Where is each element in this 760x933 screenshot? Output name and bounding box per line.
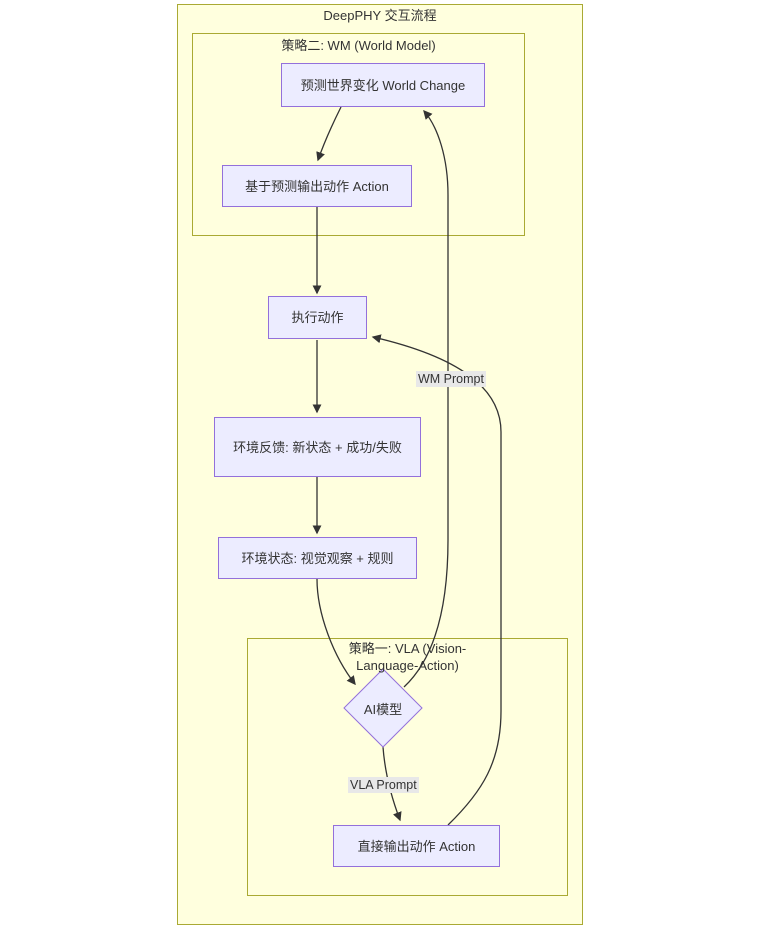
node-ai-model-label: AI模型 [363, 701, 403, 717]
edge-label-vla-prompt: VLA Prompt [348, 777, 419, 793]
node-world-change: 预测世界变化 World Change [281, 63, 485, 107]
node-action-from-prediction: 基于预测输出动作 Action [222, 165, 412, 207]
diagram-title: DeepPHY 交互流程 [323, 8, 437, 23]
edge-label-wm-prompt: WM Prompt [416, 371, 486, 387]
cluster-vla-title: 策略一: VLA (Vision-Language-Action) [348, 641, 467, 673]
cluster-wm-title: 策略二: WM (World Model) [281, 38, 436, 53]
node-execute-action: 执行动作 [268, 296, 367, 339]
node-direct-action-output: 直接输出动作 Action [333, 825, 500, 867]
node-environment-state: 环境状态: 视觉观察 + 规则 [218, 537, 417, 579]
node-environment-feedback: 环境反馈: 新状态 + 成功/失败 [214, 417, 421, 477]
